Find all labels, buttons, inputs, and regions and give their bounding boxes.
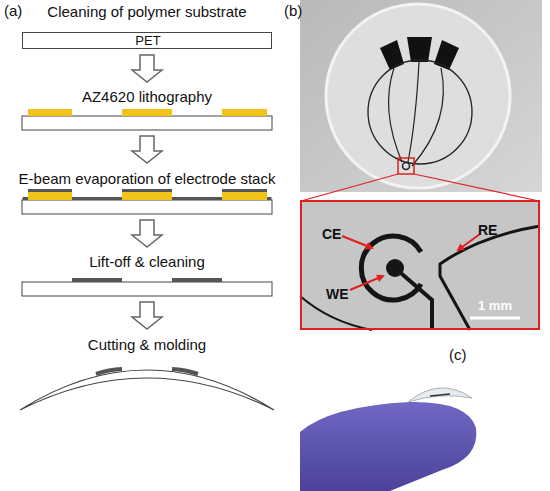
lens-electrode [430, 394, 450, 396]
metal-layer [28, 189, 72, 192]
substrate [22, 116, 272, 130]
panel-label: (b) [284, 2, 302, 20]
lens-disk [326, 4, 510, 188]
photoresist [122, 192, 172, 200]
zoom-line [301, 174, 398, 201]
contact-lens [408, 388, 472, 402]
scale-label: 1 mm [478, 298, 512, 314]
trace [412, 68, 443, 166]
photoresist [28, 109, 72, 116]
trace [395, 268, 432, 330]
material-label: PET [135, 33, 160, 49]
metal-layer [222, 189, 267, 192]
contact-pad [407, 37, 432, 62]
inset-box: CE RE WE 1 mm [300, 200, 540, 330]
scale-bar [470, 317, 520, 320]
zoom-line [414, 174, 539, 201]
step-label: Cleaning of polymer substrate [47, 3, 246, 21]
metal-layer [267, 197, 272, 200]
molded-lens [20, 370, 274, 410]
electrode [72, 278, 122, 282]
electrode-label: WE [326, 286, 349, 302]
metal-layer [72, 197, 122, 200]
sensor-electrode [403, 163, 410, 170]
contact-pad [434, 40, 459, 70]
substrate [22, 282, 272, 296]
zoom-box [398, 158, 414, 174]
step-label: AZ4620 lithography [82, 88, 212, 106]
substrate-box: PET [22, 32, 272, 49]
electrode-label: CE [322, 226, 341, 242]
electrode [172, 369, 198, 374]
photo-background [300, 0, 542, 192]
pointer-arrow [350, 276, 383, 290]
contact-pad [380, 40, 404, 70]
metal-layer [122, 189, 172, 192]
down-arrow [132, 302, 162, 329]
down-arrow [132, 136, 162, 163]
gloved-finger [300, 402, 476, 491]
down-arrow [132, 220, 162, 247]
electrode-label: RE [478, 222, 497, 238]
step-label: Cutting & molding [88, 336, 206, 354]
counter-electrode [361, 236, 421, 300]
trace [408, 62, 419, 162]
electrode [172, 278, 222, 282]
photoresist [222, 109, 267, 116]
photoresist [122, 109, 172, 116]
photoresist [28, 192, 72, 200]
trace [368, 60, 472, 164]
step-label: E-beam evaporation of electrode stack [19, 170, 276, 188]
inset-photo [300, 200, 540, 330]
panel-label: (a) [4, 2, 22, 20]
panel-label: (c) [449, 346, 467, 364]
photoresist [222, 192, 267, 200]
step-label: Lift-off & cleaning [89, 253, 205, 271]
pointer-arrow [458, 234, 480, 250]
substrate [22, 200, 272, 214]
trace [389, 68, 402, 162]
reference-trace [440, 226, 540, 330]
electrode [96, 369, 122, 374]
metal-stack [23, 189, 272, 200]
down-arrow [132, 55, 162, 82]
pointer-arrow [342, 236, 372, 248]
metal-layer [23, 197, 29, 200]
metal-layer [172, 197, 222, 200]
